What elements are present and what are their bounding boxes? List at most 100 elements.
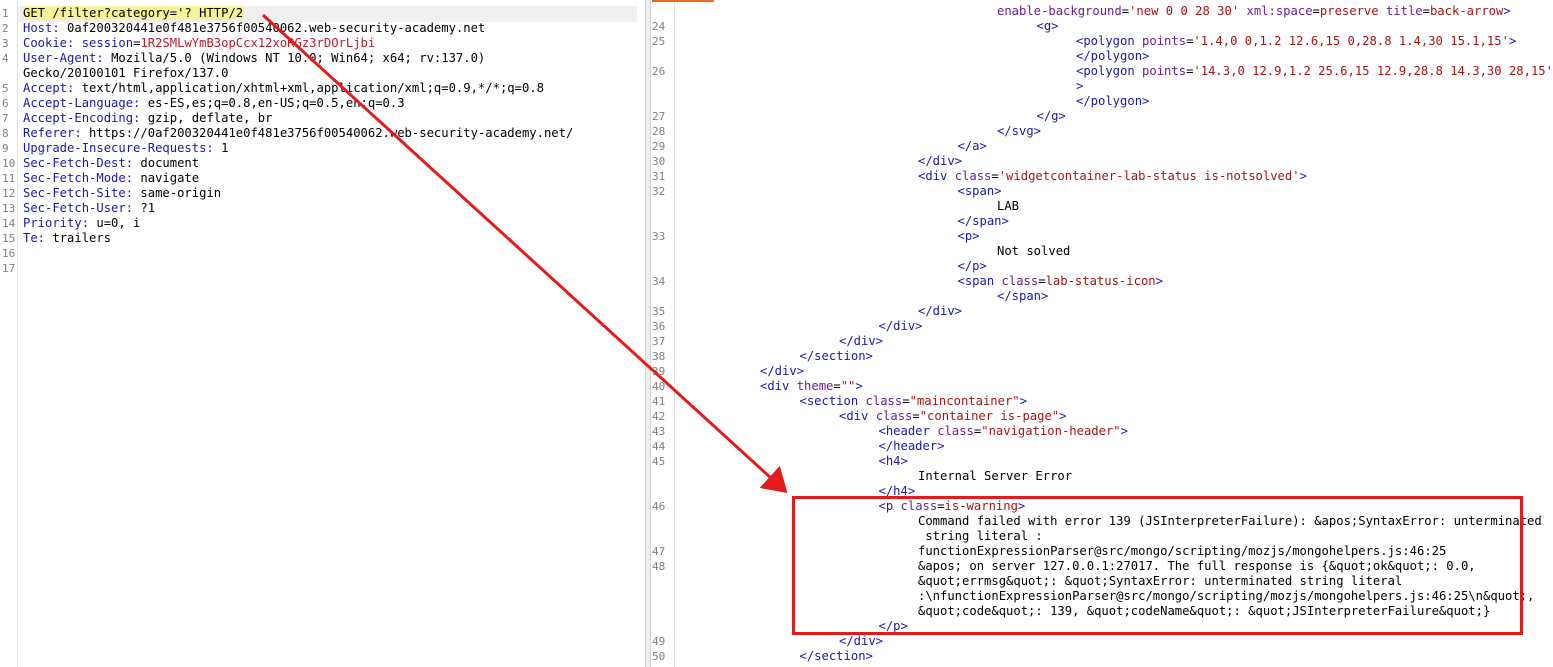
response-code-line: </span> bbox=[997, 289, 1048, 304]
response-token: </g> bbox=[1036, 109, 1066, 123]
response-token: </h4> bbox=[878, 484, 916, 498]
response-line-number: 49 bbox=[652, 635, 666, 648]
request-token: navigate bbox=[140, 171, 200, 185]
response-token: is-warning bbox=[944, 499, 1018, 513]
request-token: gzip, deflate, br bbox=[147, 111, 273, 125]
response-token: Internal Server Error bbox=[918, 469, 1073, 483]
response-code-line: <div theme=""> bbox=[760, 379, 863, 394]
response-token: '1.4,0 0,1.2 12.6,15 0,28.8 1.4,30 15.1,… bbox=[1193, 34, 1509, 48]
response-token: points bbox=[1142, 34, 1187, 48]
response-token: Not solved bbox=[997, 244, 1071, 258]
request-token: ?1 bbox=[140, 201, 156, 215]
response-token: :\nfunctionExpressionParser@src/mongo/sc… bbox=[918, 589, 1535, 603]
request-code-line: Referer: https://0af200320441e0f481e3756… bbox=[23, 126, 573, 141]
request-line-number: 16 bbox=[2, 247, 16, 260]
response-line-number: 44 bbox=[652, 440, 666, 453]
response-token: = bbox=[1186, 64, 1194, 78]
response-line-number: 39 bbox=[652, 365, 666, 378]
response-code-line: </h4> bbox=[879, 484, 916, 499]
response-token: <p bbox=[878, 499, 901, 513]
response-code-line: </polygon> bbox=[1076, 94, 1149, 109]
response-code-line: </div> bbox=[839, 634, 883, 649]
response-code-line: </div> bbox=[918, 154, 962, 169]
response-code-line: <header class="navigation-header"> bbox=[879, 424, 1129, 439]
request-code-line: Accept-Language: es-ES,es;q=0.8,en-US;q=… bbox=[23, 96, 405, 111]
request-token: Sec-Fetch-Mode: bbox=[23, 171, 141, 185]
response-code-line: <span> bbox=[958, 184, 1002, 199]
response-token: </div> bbox=[839, 634, 884, 648]
response-token: 'new 0 0 28 30' bbox=[1129, 4, 1240, 18]
request-token: Cookie: bbox=[23, 36, 82, 50]
request-line-number: 8 bbox=[2, 127, 9, 140]
response-line-number: 36 bbox=[652, 320, 666, 333]
response-token: <div bbox=[760, 379, 797, 393]
response-token: functionExpressionParser@src/mongo/scrip… bbox=[918, 544, 1447, 558]
response-line-number: 25 bbox=[652, 35, 666, 48]
request-line-number: 7 bbox=[2, 112, 9, 125]
response-token: </polygon> bbox=[1076, 94, 1150, 108]
response-code-line: <g> bbox=[1037, 19, 1059, 34]
response-token: <p> bbox=[957, 229, 980, 243]
request-token: Accept: bbox=[23, 81, 82, 95]
request-token: Host: bbox=[23, 21, 68, 35]
response-line-number: 24 bbox=[652, 20, 666, 33]
response-token: > bbox=[1017, 499, 1026, 513]
request-token: 1R2SMLwYmB3opCcx12xoRGz3rDOrLjbi bbox=[140, 36, 376, 50]
response-code-line: Command failed with error 139 (JSInterpr… bbox=[918, 514, 1542, 529]
response-code-line: functionExpressionParser@src/mongo/scrip… bbox=[918, 544, 1446, 559]
pane-splitter[interactable] bbox=[645, 0, 651, 667]
request-token: 1 bbox=[221, 141, 229, 155]
response-token: </div> bbox=[918, 304, 963, 318]
response-token: = bbox=[1121, 4, 1130, 18]
response-token: <section bbox=[799, 394, 866, 408]
response-token: '14.3,0 12.9,1.2 25.6,15 12.9,28.8 14.3,… bbox=[1193, 64, 1553, 78]
response-line-number: 37 bbox=[652, 335, 666, 348]
response-line-number: 35 bbox=[652, 305, 666, 318]
response-token: > bbox=[1076, 79, 1084, 93]
request-token: Priority: bbox=[23, 216, 97, 230]
request-token: GET /filter?category='? HTTP/2 bbox=[23, 6, 244, 20]
request-token: = bbox=[133, 36, 141, 50]
response-code-line: Not solved bbox=[997, 244, 1070, 259]
response-line-number: 31 bbox=[652, 170, 666, 183]
response-token: <span> bbox=[957, 184, 1002, 198]
response-token: <div bbox=[918, 169, 955, 183]
response-token: <polygon bbox=[1076, 64, 1143, 78]
response-token: enable-background bbox=[997, 4, 1122, 18]
response-token: > bbox=[1155, 274, 1163, 288]
response-code-line: </header> bbox=[879, 439, 945, 454]
response-line-number: 26 bbox=[652, 65, 666, 78]
request-token: Sec-Fetch-Dest: bbox=[23, 156, 141, 170]
response-line-number: 29 bbox=[652, 140, 666, 153]
response-code-line: </g> bbox=[1037, 109, 1066, 124]
response-code-line: </div> bbox=[839, 334, 883, 349]
response-token: "maincontainer" bbox=[909, 394, 1020, 408]
response-code-line: <h4> bbox=[879, 454, 908, 469]
response-token: "container is-page" bbox=[919, 409, 1060, 423]
response-token: <header bbox=[878, 424, 938, 438]
response-line-number: 27 bbox=[652, 110, 666, 123]
request-line-number: 3 bbox=[2, 37, 9, 50]
request-code-line: Upgrade-Insecure-Requests: 1 bbox=[23, 141, 228, 156]
request-code-line: Sec-Fetch-Dest: document bbox=[23, 156, 199, 171]
response-token: = bbox=[1038, 274, 1046, 288]
response-token: <h4> bbox=[878, 454, 908, 468]
response-token: &quot;code&quot;: 139, &quot;codeName&qu… bbox=[918, 604, 1491, 618]
response-token: class bbox=[875, 409, 913, 423]
response-line-number: 46 bbox=[652, 500, 666, 513]
response-token: class bbox=[1001, 274, 1039, 288]
response-token: > bbox=[855, 379, 863, 393]
response-token: </div> bbox=[918, 154, 963, 168]
request-line-number: 2 bbox=[2, 22, 9, 35]
request-line-number: 10 bbox=[2, 157, 16, 170]
request-code-line: Cookie: session=1R2SMLwYmB3opCcx12xoRGz3… bbox=[23, 36, 375, 51]
response-code-line: </a> bbox=[958, 139, 987, 154]
response-code-line: </div> bbox=[760, 364, 804, 379]
request-code-line: Sec-Fetch-Site: same-origin bbox=[23, 186, 221, 201]
response-line-number: 50 bbox=[652, 650, 666, 663]
response-token: class bbox=[900, 499, 938, 513]
